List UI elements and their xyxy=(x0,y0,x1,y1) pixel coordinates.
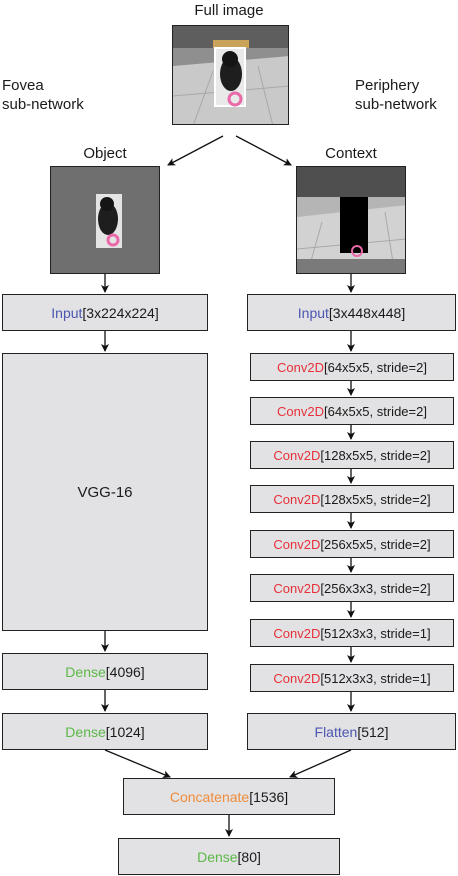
conv-layer-8-keyword: Conv2D xyxy=(273,670,321,686)
context-crop-drawing xyxy=(297,167,405,273)
conv-layer-4-box: Conv2D [128x5x5, stride=2] xyxy=(250,485,454,513)
context-crop-photo xyxy=(296,166,406,274)
output-dense-box: Dense [80] xyxy=(118,838,340,875)
concatenate-box: Concatenate [1536] xyxy=(123,778,335,815)
conv-layer-2-keyword: Conv2D xyxy=(277,403,324,419)
flatten-keyword: Flatten xyxy=(314,723,358,740)
right-input-spec: [3x448x448] xyxy=(328,304,406,321)
conv-layer-5-box: Conv2D [256x5x5, stride=2] xyxy=(250,530,454,558)
fovea-subnetwork-label: Fovea sub-network xyxy=(2,77,84,113)
conv-layer-8-spec: [512x3x3, stride=1] xyxy=(320,670,431,686)
object-label: Object xyxy=(83,145,127,162)
left-dense-4096-keyword: Dense xyxy=(65,663,106,680)
output-dense-keyword: Dense xyxy=(197,848,238,865)
conv-layer-2-box: Conv2D [64x5x5, stride=2] xyxy=(250,397,454,425)
concatenate-spec: [1536] xyxy=(249,788,289,805)
conv-layer-1-box: Conv2D [64x5x5, stride=2] xyxy=(250,353,454,381)
arrow-full-to-context xyxy=(235,135,292,166)
conv-layer-3-keyword: Conv2D xyxy=(273,447,321,463)
conv-layer-7-box: Conv2D [512x3x3, stride=1] xyxy=(250,619,454,647)
flatten-box: Flatten [512] xyxy=(247,713,456,750)
output-dense-spec: [80] xyxy=(237,848,261,865)
vgg16-box: VGG-16 xyxy=(2,353,208,631)
concatenate-keyword: Concatenate xyxy=(169,788,250,805)
left-dense-4096-spec: [4096] xyxy=(105,663,145,680)
conv-layer-5-keyword: Conv2D xyxy=(273,536,321,552)
left-input-box: Input [3x224x224] xyxy=(2,294,208,331)
left-input-keyword: Input xyxy=(51,304,83,321)
conv-layer-6-keyword: Conv2D xyxy=(273,580,321,596)
conv-layer-3-box: Conv2D [128x5x5, stride=2] xyxy=(250,441,454,469)
full-image-drawing xyxy=(173,26,288,124)
conv-layer-8-box: Conv2D [512x3x3, stride=1] xyxy=(250,664,454,692)
right-input-keyword: Input xyxy=(297,304,329,321)
flatten-spec: [512] xyxy=(357,723,389,740)
object-crop-photo xyxy=(50,166,160,274)
object-crop-drawing xyxy=(51,167,159,273)
full-image-photo xyxy=(172,25,289,125)
left-dense-1024-spec: [1024] xyxy=(105,723,145,740)
arrow-full-to-object xyxy=(167,135,224,166)
conv-layer-3-spec: [128x5x5, stride=2] xyxy=(320,447,431,463)
conv-layer-6-spec: [256x3x3, stride=2] xyxy=(320,580,431,596)
conv-layer-4-spec: [128x5x5, stride=2] xyxy=(320,491,431,507)
conv-layer-7-keyword: Conv2D xyxy=(273,625,321,641)
conv-layer-6-box: Conv2D [256x3x3, stride=2] xyxy=(250,574,454,602)
left-dense-1024-keyword: Dense xyxy=(65,723,106,740)
conv-layer-4-keyword: Conv2D xyxy=(273,491,321,507)
full-image-label: Full image xyxy=(194,2,264,19)
periphery-subnetwork-label: Periphery sub-network xyxy=(355,77,437,113)
context-label: Context xyxy=(325,145,377,162)
arrow-dense-to-concat xyxy=(104,749,171,779)
conv-layer-2-spec: [64x5x5, stride=2] xyxy=(323,403,427,419)
vgg16-label: VGG-16 xyxy=(77,483,133,501)
right-input-box: Input [3x448x448] xyxy=(247,294,456,331)
left-input-spec: [3x224x224] xyxy=(82,304,159,321)
left-dense-4096-box: Dense [4096] xyxy=(2,653,208,690)
conv-layer-7-spec: [512x3x3, stride=1] xyxy=(320,625,431,641)
conv-layer-1-spec: [64x5x5, stride=2] xyxy=(323,359,427,375)
conv-layer-5-spec: [256x5x5, stride=2] xyxy=(320,536,431,552)
left-dense-1024-box: Dense [1024] xyxy=(2,713,208,750)
conv-layer-1-keyword: Conv2D xyxy=(277,359,324,375)
arrow-flatten-to-concat xyxy=(289,749,352,778)
